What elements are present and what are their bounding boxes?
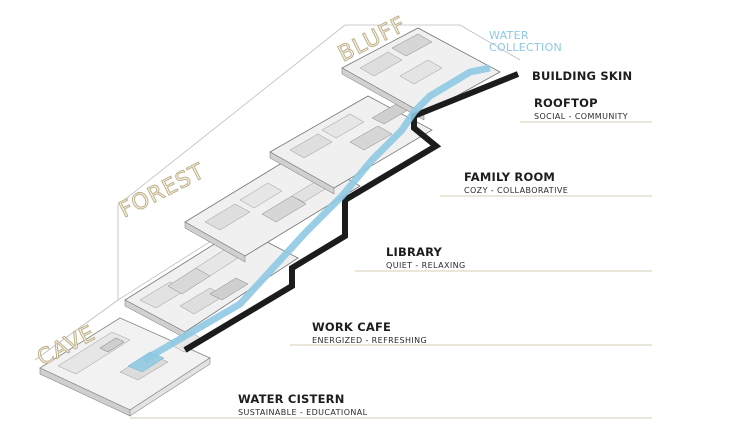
zone-label-forest: FOREST xyxy=(115,159,209,223)
cistern-level xyxy=(39,317,211,417)
water-collection-line2: COLLECTION xyxy=(489,41,563,54)
building-skin-section xyxy=(183,71,520,353)
work-cafe-level xyxy=(124,227,299,339)
level-title-family-room: FAMILY ROOM xyxy=(464,170,556,184)
level-subtitle-work-cafe: ENERGIZED - REFRESHING xyxy=(312,336,428,345)
water-collection-line1: WATER xyxy=(489,29,529,42)
level-subtitle-rooftop: SOCIAL - COMMUNITY xyxy=(534,112,629,121)
level-title-work-cafe: WORK CAFE xyxy=(312,320,392,334)
rooftop-level xyxy=(341,27,501,121)
family-room-level xyxy=(269,95,433,195)
level-title-water-cistern: WATER CISTERN xyxy=(238,392,345,406)
level-subtitle-library: QUIET - RELAXING xyxy=(386,261,466,270)
leader-lines xyxy=(130,121,652,419)
level-title-rooftop: ROOFTOP xyxy=(534,96,598,110)
level-title-library: LIBRARY xyxy=(386,245,443,259)
level-title-building-skin: BUILDING SKIN xyxy=(532,69,633,83)
level-subtitle-water-cistern: SUSTAINABLE - EDUCATIONAL xyxy=(238,408,368,417)
water-collection-label: WATER COLLECTION xyxy=(489,30,562,54)
level-subtitle-family-room: COZY - COLLABORATIVE xyxy=(464,186,569,195)
water-path xyxy=(142,64,491,364)
